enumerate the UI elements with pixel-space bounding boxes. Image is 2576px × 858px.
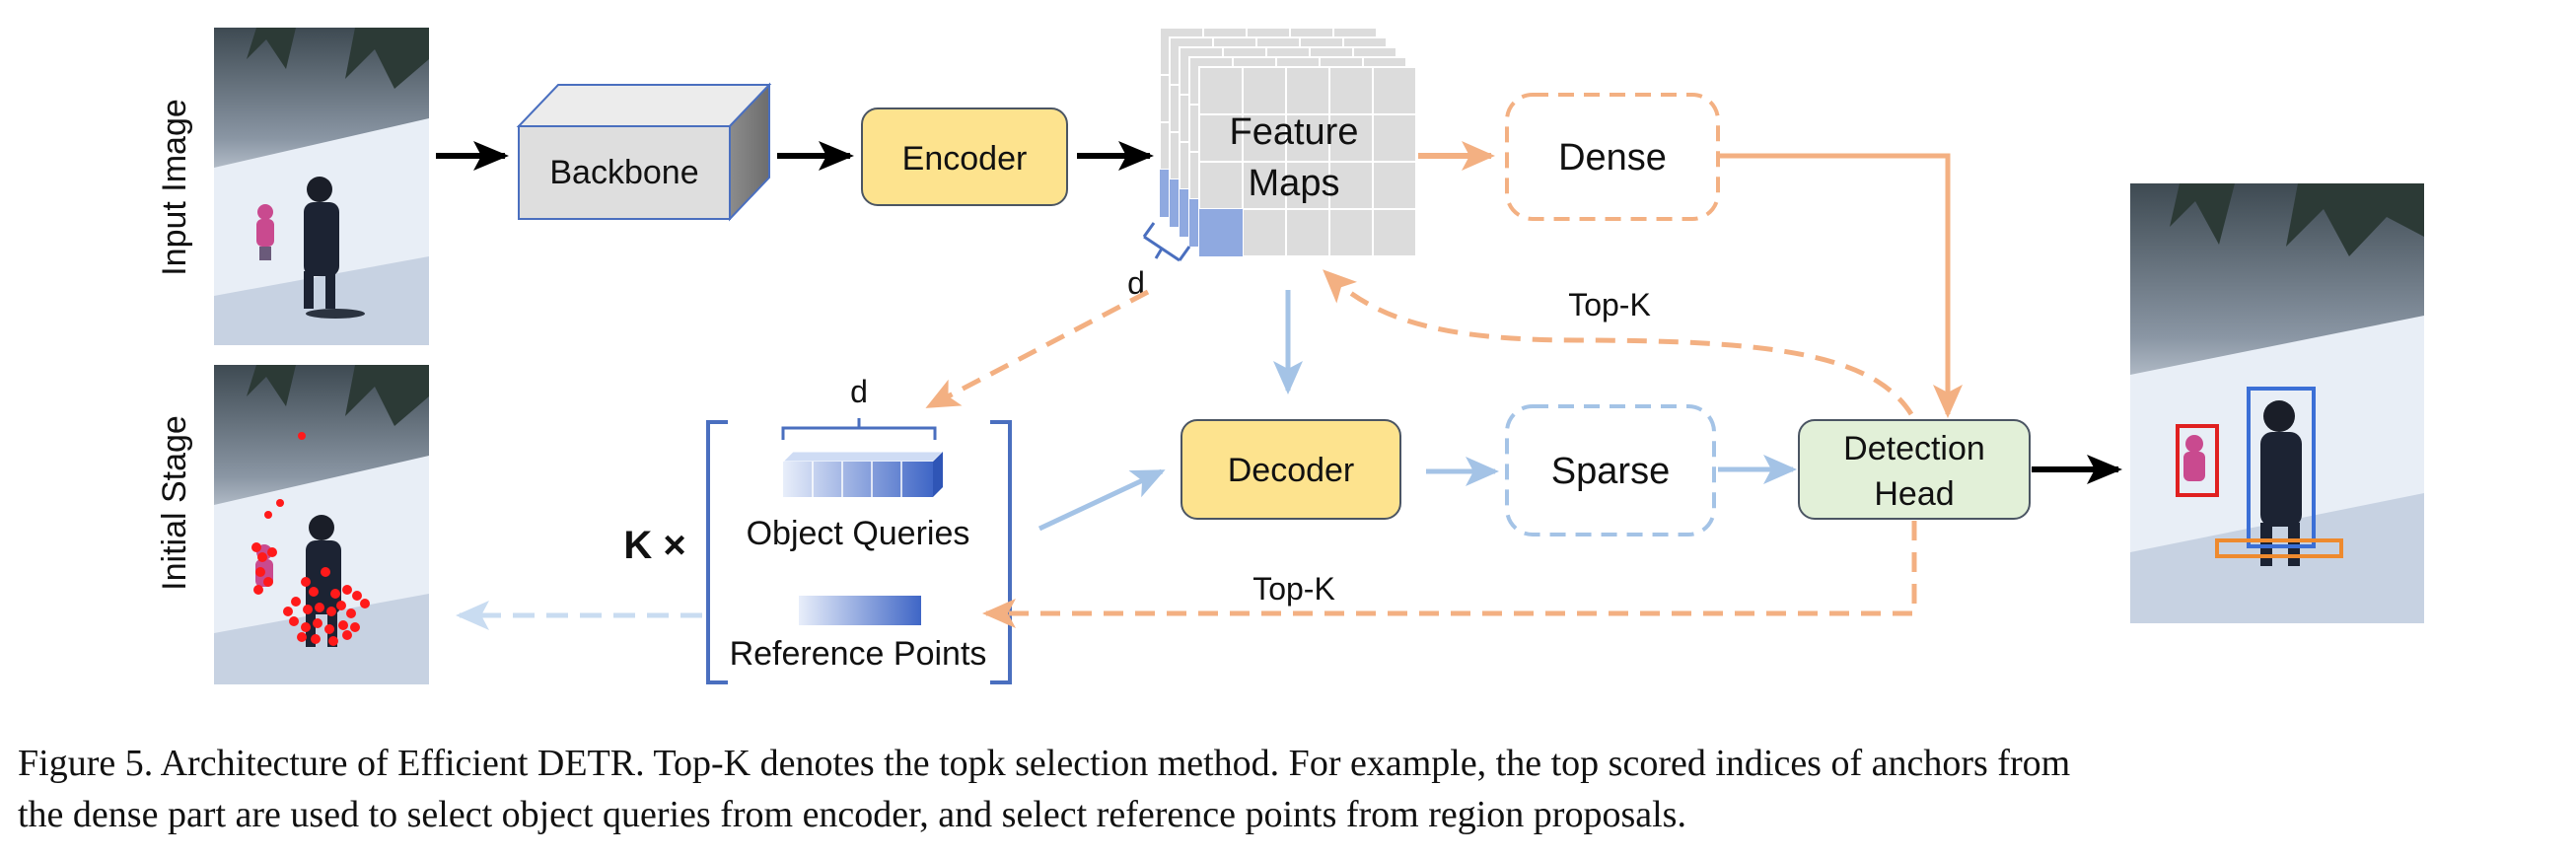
- decoder-label: Decoder: [1228, 452, 1355, 489]
- feature-maps-label-line1: Feature: [1230, 111, 1359, 153]
- figure-caption: Figure 5. Architecture of Efficient DETR…: [18, 738, 2562, 840]
- feature-maps-stack: [1159, 27, 1417, 257]
- sparse-label: Sparse: [1551, 451, 1670, 492]
- object-queries-label: Object Queries: [747, 515, 970, 552]
- top-k-upper-label: Top-K: [1568, 287, 1651, 322]
- initial-stage-label: Initial Stage: [156, 415, 193, 591]
- arrow-queries-to-decoder: [1038, 468, 1166, 532]
- feature-map-highlight-cell: [1180, 189, 1189, 237]
- detection-box-child: [2176, 424, 2219, 497]
- reference-points-strip: [799, 596, 921, 625]
- encoder-block: Encoder: [861, 107, 1068, 206]
- k-times-label: K ×: [623, 524, 685, 567]
- caption-line-2: the dense part are used to select object…: [18, 794, 1686, 835]
- architecture-diagram: Input Image Initial Stage: [156, 27, 2424, 684]
- object-queries-strip: [781, 451, 945, 497]
- arrow-topk-to-refpoints: [982, 521, 1917, 628]
- input-image: [214, 28, 429, 345]
- d-bracket-feature: [1142, 222, 1191, 262]
- feature-map-highlight-cell: [1199, 209, 1243, 256]
- queries-bracket-right: [990, 420, 1012, 684]
- reference-points-label: Reference Points: [730, 635, 987, 673]
- d-label-feature: d: [1127, 265, 1145, 301]
- output-image: [2130, 183, 2424, 623]
- arrow-topk-to-features: [1323, 269, 1914, 416]
- detection-head-label-line2: Head: [1874, 475, 1954, 513]
- d-label-query: d: [850, 374, 868, 409]
- dense-label: Dense: [1558, 137, 1667, 179]
- detection-box-skis: [2215, 538, 2343, 558]
- input-image-label: Input Image: [156, 99, 193, 276]
- arrow-dense-to-detection: [1718, 153, 1963, 418]
- feature-map-highlight-cell: [1160, 170, 1170, 217]
- feature-map-highlight-cell: [1170, 179, 1180, 227]
- arrow-features-to-queries: [925, 289, 1150, 409]
- dense-block: Dense: [1505, 93, 1720, 221]
- detection-head-label-line1: Detection: [1843, 430, 1985, 467]
- sparse-block: Sparse: [1505, 404, 1716, 536]
- backbone-label: Backbone: [549, 154, 698, 191]
- feature-map-highlight-cell: [1189, 199, 1199, 247]
- backbone-block: Backbone: [516, 82, 772, 222]
- initial-stage-image: [214, 365, 429, 684]
- decoder-block: Decoder: [1181, 419, 1401, 520]
- queries-bracket-left: [706, 420, 728, 684]
- detection-head-block: Detection Head: [1798, 419, 2031, 520]
- encoder-label: Encoder: [902, 140, 1028, 178]
- caption-line-1: Figure 5. Architecture of Efficient DETR…: [18, 743, 2071, 784]
- feature-maps-label-line2: Maps: [1249, 163, 1340, 204]
- top-k-lower-label: Top-K: [1252, 571, 1335, 607]
- detection-box-person: [2247, 387, 2316, 548]
- d-bracket-query: [781, 418, 937, 440]
